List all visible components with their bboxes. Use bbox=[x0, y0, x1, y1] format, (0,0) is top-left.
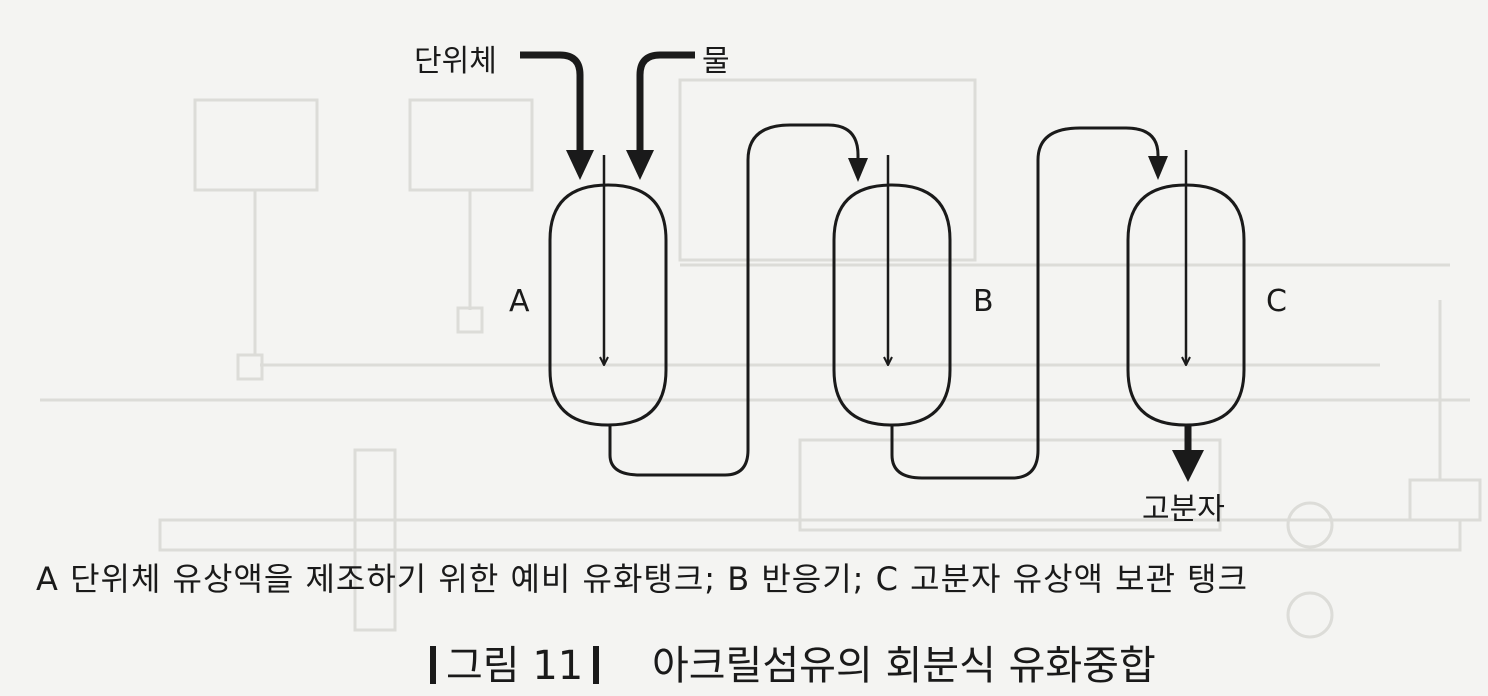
title-bar-right bbox=[593, 646, 600, 684]
figure-caption: A 단위체 유상액을 제조하기 위한 예비 유화탱크; B 반응기; C 고분자… bbox=[36, 560, 1249, 598]
vessel-a bbox=[548, 183, 668, 427]
pipe-b-to-c bbox=[890, 126, 1160, 480]
pipe-a-to-b bbox=[608, 123, 860, 477]
figure-label: 그림 bbox=[446, 643, 520, 689]
vessel-c-label: C bbox=[1266, 284, 1287, 319]
monomer-feed-line bbox=[520, 51, 584, 155]
monomer-feed-arrowhead bbox=[566, 150, 594, 180]
vessel-b bbox=[832, 183, 952, 427]
vessel-c bbox=[1126, 183, 1246, 427]
water-feed-arrowhead bbox=[626, 150, 654, 180]
monomer-label: 단위체 bbox=[414, 44, 497, 79]
pipe-b-to-c-arrowhead bbox=[1148, 156, 1168, 180]
figure-title-line: 그림 11 아크릴섬유의 회분식 유화중합 bbox=[420, 633, 1156, 691]
pipe-a-to-b-arrowhead bbox=[848, 158, 868, 182]
vessel-b-label: B bbox=[973, 284, 994, 319]
title-bar-left bbox=[430, 646, 436, 684]
polymer-outlet-arrowhead bbox=[1172, 450, 1204, 482]
water-feed-line bbox=[636, 51, 695, 155]
vessel-a-label: A bbox=[509, 284, 530, 319]
figure-title: 아크릴섬유의 회분식 유화중합 bbox=[651, 643, 1156, 689]
water-label: 물 bbox=[702, 44, 730, 79]
figure-number: 11 bbox=[532, 643, 584, 689]
polymer-label: 고분자 bbox=[1142, 492, 1225, 527]
